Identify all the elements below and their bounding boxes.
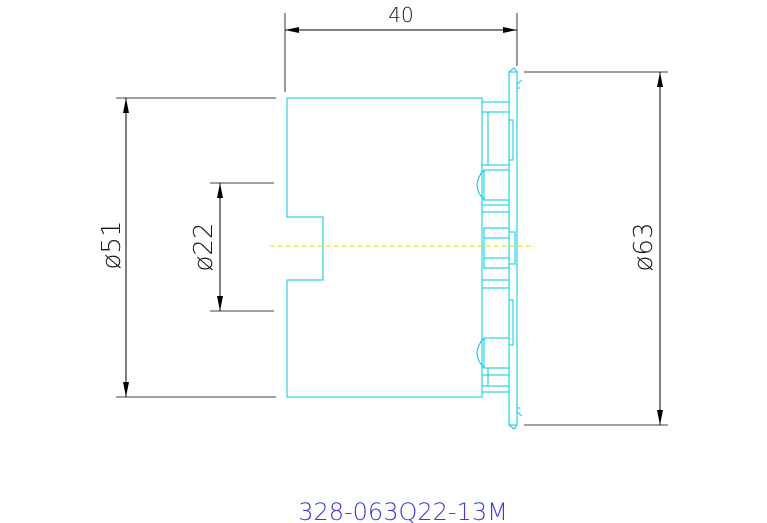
bore-arrow-top xyxy=(217,183,223,198)
flange-arrow-bottom xyxy=(657,410,663,425)
body-profile xyxy=(286,97,483,398)
flange-diameter-dimension: ø63 xyxy=(524,71,668,426)
length-label: 40 xyxy=(388,3,413,27)
part-outline xyxy=(286,67,523,430)
bore-arrow-bottom xyxy=(217,296,223,311)
length-arrow-right xyxy=(503,27,517,33)
od-arrow-bottom xyxy=(123,382,129,397)
hub-details xyxy=(484,231,516,265)
bore-diameter-label: ø22 xyxy=(189,223,219,272)
groove-lower xyxy=(482,279,514,346)
flange-lip-bottom xyxy=(508,424,518,430)
outer-diameter-label: ø51 xyxy=(97,221,127,270)
flange-ticks xyxy=(516,79,523,417)
cap-upper xyxy=(482,101,509,166)
dome-lower xyxy=(476,337,485,369)
hub-center xyxy=(483,227,510,269)
flange-diameter-label: ø63 xyxy=(629,223,659,272)
length-arrow-left xyxy=(285,27,299,33)
outer-diameter-dimension: ø51 xyxy=(97,97,276,398)
cap-lower xyxy=(482,368,509,393)
flange-arrow-top xyxy=(657,72,663,87)
groove-upper xyxy=(482,119,514,213)
pocket-upper xyxy=(483,169,510,201)
bore-diameter-dimension: ø22 xyxy=(189,182,274,312)
pocket-lower xyxy=(483,337,510,369)
part-number-label: 328-063Q22-13M xyxy=(298,498,508,523)
length-dimension: 40 xyxy=(284,3,518,92)
dome-upper xyxy=(476,169,485,201)
od-arrow-top xyxy=(123,98,129,113)
flange-lip-top xyxy=(508,67,518,73)
